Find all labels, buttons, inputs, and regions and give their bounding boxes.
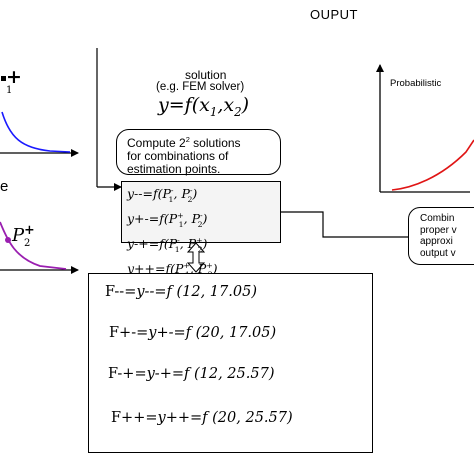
p2-label: P+	[12, 222, 35, 246]
combination-row: y+-=f(P+1, P-2)	[127, 211, 208, 229]
solver-label: (e.g. FEM solver)	[156, 81, 245, 93]
left-top-plot	[0, 111, 79, 157]
left-bottom-plot	[0, 221, 79, 274]
output-title: OUPUT	[310, 7, 358, 22]
left-text-fragment: e	[0, 178, 9, 195]
combinations-box: y--=f(P-1, P-2) y+-=f(P+1, P-2) y-+=f(P-1,…	[121, 181, 281, 279]
f-value-row: F-+=y-+=f (12, 25.57)	[108, 366, 275, 382]
p2-subscript: 2	[24, 238, 31, 249]
combine-note: Combin proper v approxi output v	[408, 207, 474, 265]
combination-row: y++=f(P+1, P+2)	[127, 261, 218, 279]
combination-row: y-+=f(P-1, P+2)	[127, 236, 208, 254]
p2-estimation-point	[5, 237, 11, 243]
solution-equation: y=f(x1,x2)	[158, 94, 250, 119]
f-value-row: F--=y--=f (12, 17.05)	[105, 284, 257, 300]
f-values-box: F--=y--=f (12, 17.05) F+-=y+-=f (20, 17.0…	[88, 273, 373, 453]
p1-subscript: 1	[6, 85, 13, 96]
right-plot-title: Probabilistic	[390, 78, 442, 89]
solution-label: solution	[185, 68, 227, 82]
f-value-row: F++=y++=f (20, 25.57)	[111, 410, 293, 426]
compute-note: Compute 22 solutions for combinations of…	[116, 129, 281, 176]
red-cdf-curve	[391, 139, 474, 191]
connector-to-combine-note	[281, 211, 408, 238]
right-output-plot	[376, 64, 474, 193]
purple-distribution-curve	[0, 221, 67, 270]
blue-distribution-curve	[1, 111, 71, 153]
p1-label: +	[1, 66, 22, 88]
double-arrow	[186, 242, 206, 273]
f-value-row: F+-=y+-=f (20, 17.05)	[109, 325, 277, 341]
combination-row: y--=f(P-1, P-2)	[127, 186, 198, 204]
